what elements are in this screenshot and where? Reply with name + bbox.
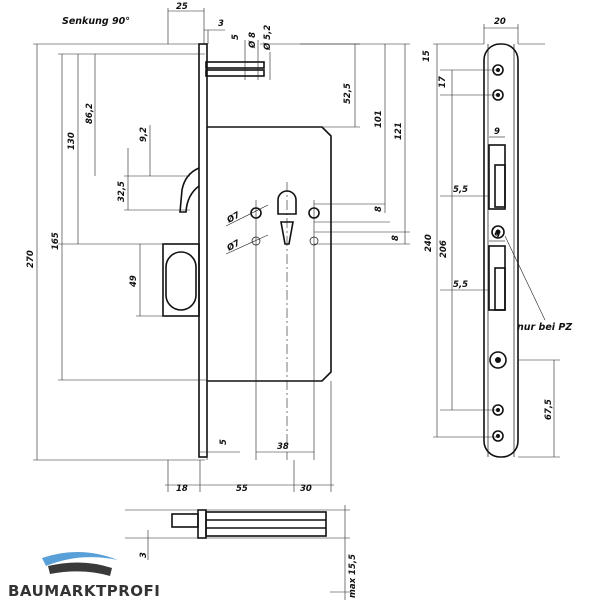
dim-8-a: 8 [374,206,384,212]
fp-dim-240: 240 [424,234,434,252]
dim-101: 101 [374,110,384,128]
dim-270: 270 [26,250,36,268]
dim-130: 130 [67,132,77,150]
dim-52-5: 52,5 [343,83,353,104]
front-dimension-lines [33,8,410,492]
dim-9-2: 9,2 [139,127,149,142]
logo-swoosh-blue [42,551,118,566]
dim-top-25: 25 [176,2,188,12]
fp-dim-67-5: 67,5 [544,399,554,420]
pz-note: nur bei PZ [517,322,573,333]
side-dim-max: max 15,5 [348,554,358,598]
side-dim-3: 3 [139,552,149,558]
fp-dim-20: 20 [494,17,506,27]
fp-dim-5-5-a: 5,5 [453,185,468,195]
lock-body-front-view [162,43,332,460]
faceplate-dimension-lines [433,24,560,458]
dim-18: 18 [176,484,188,494]
dim-top-3: 3 [218,19,224,29]
dim-top-5: 5 [231,34,241,40]
dim-165: 165 [51,232,61,250]
dim-38: 38 [277,442,289,452]
dim-86-2: 86,2 [85,103,95,124]
dim-55: 55 [236,484,248,494]
dim-dia-7-b: Ø7 [224,237,242,254]
fp-dim-9-b: 9 [494,231,500,241]
dim-dia-5-2: Ø 5,2 [262,25,273,51]
baumarktprofi-logo: BAUMARKTPROFI [8,551,160,600]
dim-5-bottom: 5 [219,439,229,445]
fp-dim-17: 17 [438,76,448,88]
dim-32-5: 32,5 [117,181,127,202]
dimension-labels: 25 3 5 Ø 8 Ø 5,2 52,5 101 121 86,2 130 9… [26,2,554,598]
fp-dim-9-a: 9 [494,127,500,137]
dim-49: 49 [129,275,139,288]
dim-121: 121 [394,122,404,140]
dim-dia-7-a: Ø7 [224,209,242,226]
logo-text: BAUMARKTPROFI [8,582,160,600]
faceplate-view [483,43,546,458]
side-view [125,505,350,600]
dim-8-b: 8 [391,235,401,241]
dim-dia-8: Ø 8 [247,32,258,49]
fp-dim-15: 15 [422,50,432,62]
countersink-note: Senkung 90° [62,16,130,27]
dim-30: 30 [300,484,312,494]
note-labels: Senkung 90° nur bei PZ [62,16,573,333]
logo-swoosh-dark [48,562,112,576]
fp-dim-206: 206 [439,240,449,258]
fp-dim-5-5-b: 5,5 [453,280,468,290]
